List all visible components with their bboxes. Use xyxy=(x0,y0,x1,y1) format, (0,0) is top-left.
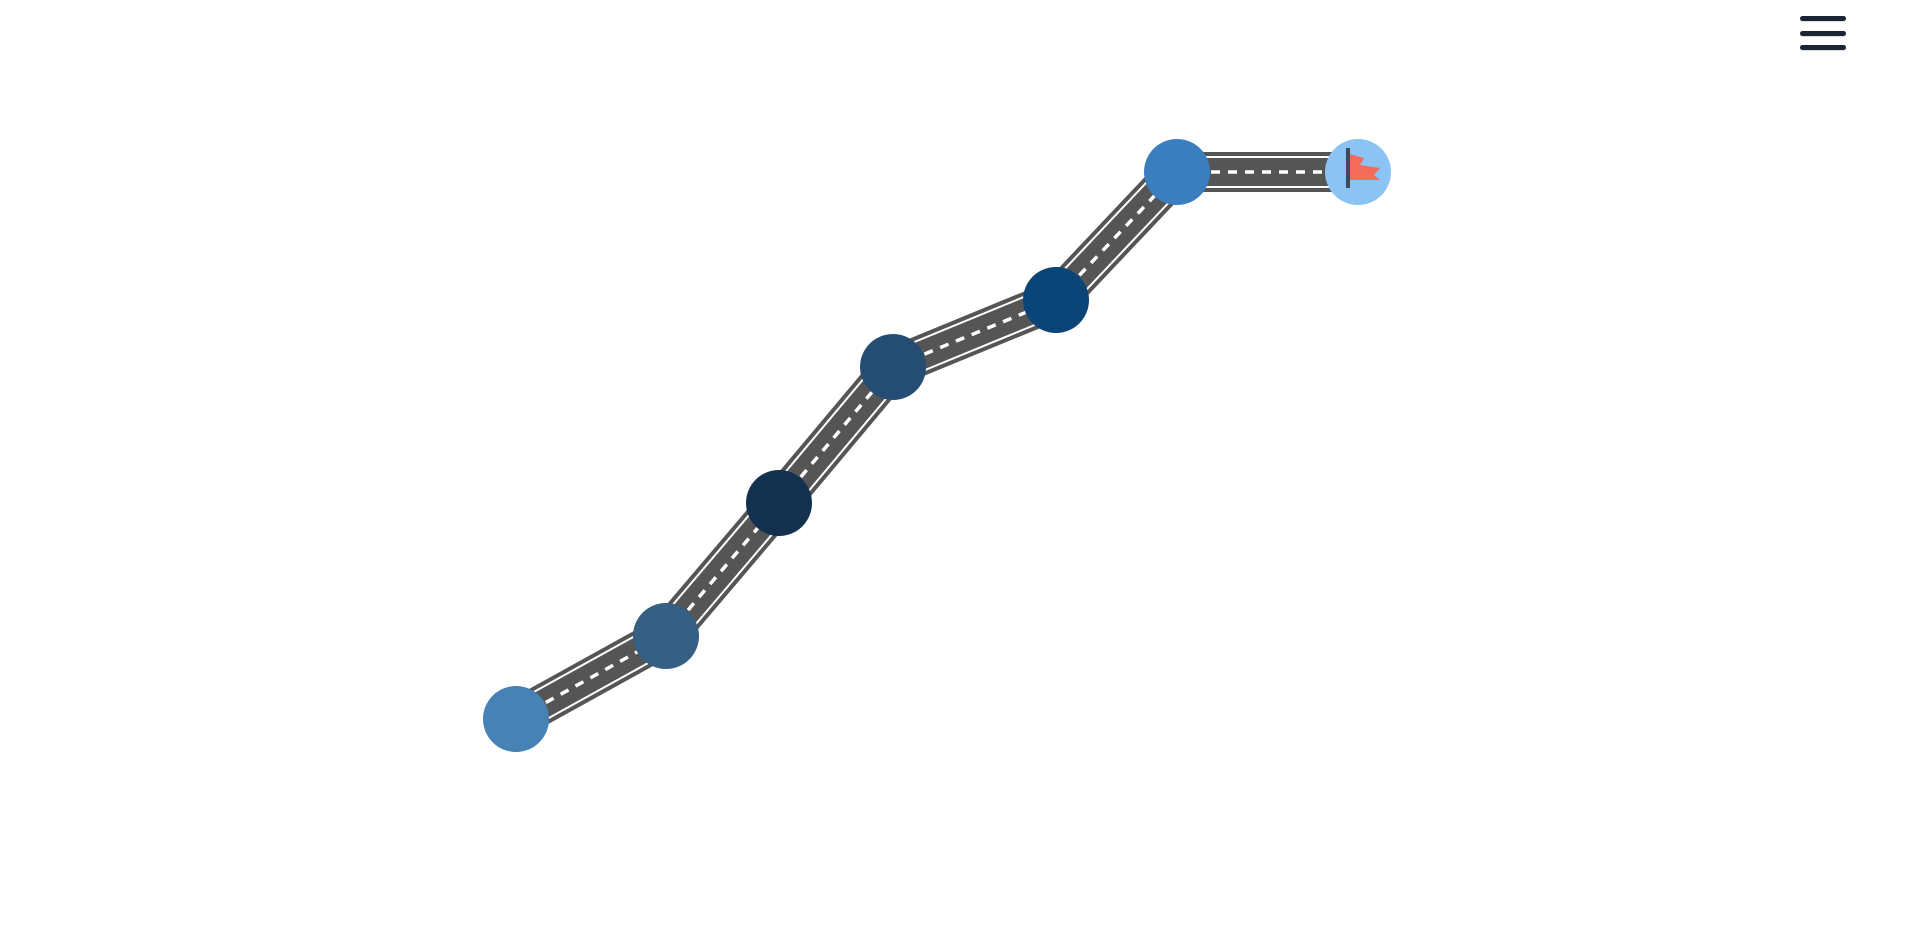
roadmap-stop[interactable] xyxy=(483,686,549,752)
roadmap-stop[interactable] xyxy=(1144,139,1210,205)
roadmap-stop-circle[interactable] xyxy=(746,470,812,536)
road-center-dash xyxy=(777,365,895,505)
flag-pole xyxy=(1346,148,1350,188)
road-center-dash xyxy=(1054,170,1179,302)
finish-flag-icon xyxy=(1346,148,1380,188)
roadmap-stop[interactable] xyxy=(860,334,926,400)
roadmap-stop[interactable] xyxy=(633,603,699,669)
road-center-dash xyxy=(664,501,781,638)
roadmap-stop[interactable] xyxy=(1325,139,1391,205)
roadmap-stop-circle[interactable] xyxy=(483,686,549,752)
roadmap-stop-circle[interactable] xyxy=(860,334,926,400)
hamburger-menu-icon-bar-middle xyxy=(1800,30,1846,36)
roadmap-stop-circle[interactable] xyxy=(633,603,699,669)
roadmap-stop-circle[interactable] xyxy=(1023,267,1089,333)
menu-button[interactable] xyxy=(1800,12,1848,54)
roadmap-stop-circle[interactable] xyxy=(1144,139,1210,205)
road-center-dash xyxy=(892,298,1057,369)
hamburger-menu-icon-bar-top xyxy=(1800,16,1846,21)
flag-cloth xyxy=(1350,154,1380,180)
roadmap-stop[interactable] xyxy=(1023,267,1089,333)
roadmap-stop[interactable] xyxy=(746,470,812,536)
roadmap-stops xyxy=(483,139,1391,752)
hamburger-menu-icon-bar-bottom xyxy=(1800,45,1846,50)
